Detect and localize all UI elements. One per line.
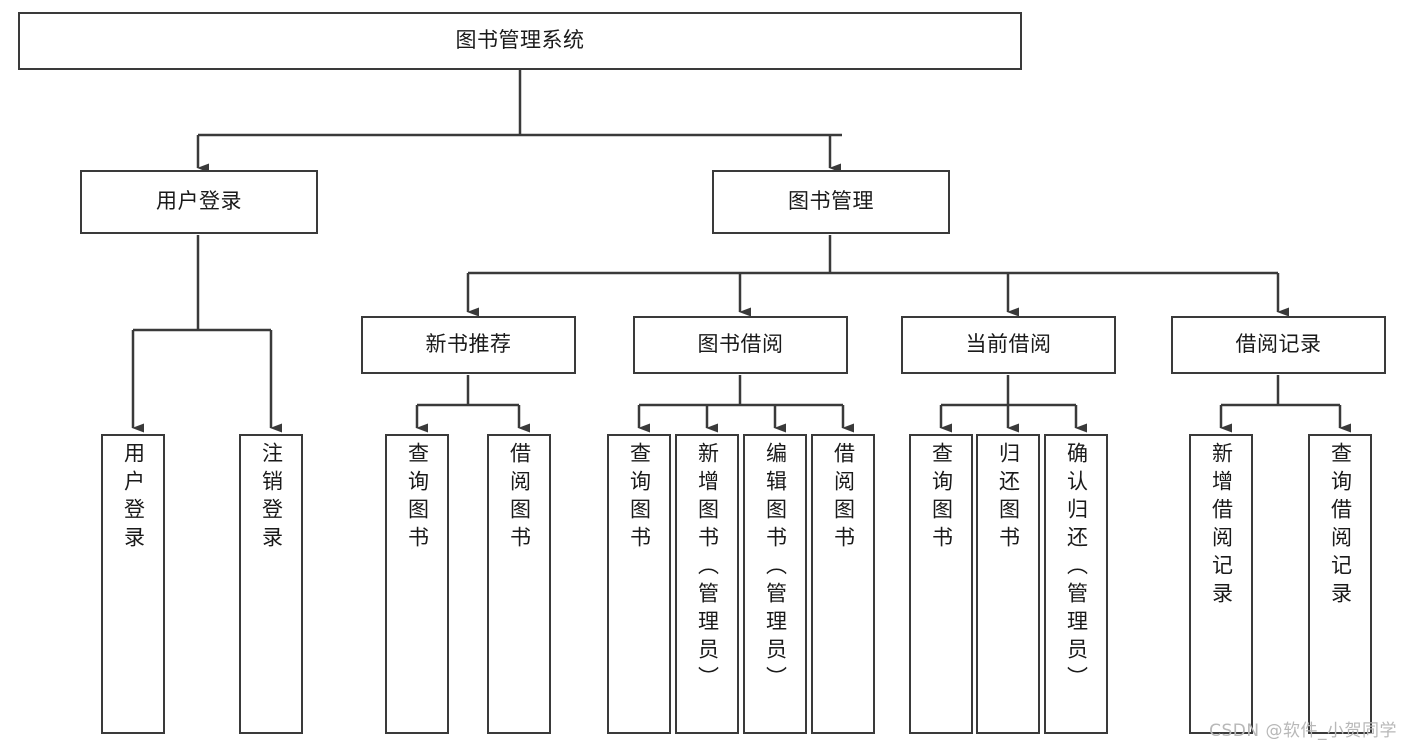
node-leaf-borrow-book-1-label: 借阅图书: [507, 442, 532, 554]
node-leaf-query-record-label: 查询借阅记录: [1328, 442, 1353, 610]
node-user-login-label: 用户登录: [156, 189, 242, 214]
node-leaf-edit-book-label: 编辑图书（管理员）: [763, 442, 788, 694]
node-leaf-add-book[interactable]: 新增图书（管理员）: [675, 434, 739, 734]
node-leaf-logout-label: 注销登录: [259, 442, 284, 554]
node-leaf-query-record[interactable]: 查询借阅记录: [1308, 434, 1372, 734]
node-book-borrow[interactable]: 图书借阅: [633, 316, 848, 374]
node-leaf-user-login-label: 用户登录: [121, 442, 146, 554]
node-leaf-borrow-book-2[interactable]: 借阅图书: [811, 434, 875, 734]
node-root[interactable]: 图书管理系统: [18, 12, 1022, 70]
node-root-label: 图书管理系统: [455, 28, 585, 53]
node-book-manage[interactable]: 图书管理: [712, 170, 950, 234]
node-book-manage-label: 图书管理: [788, 189, 874, 214]
node-book-borrow-label: 图书借阅: [697, 332, 784, 357]
node-current-borrow-label: 当前借阅: [965, 332, 1052, 357]
node-leaf-add-record[interactable]: 新增借阅记录: [1189, 434, 1253, 734]
node-leaf-query-book-3[interactable]: 查询图书: [909, 434, 973, 734]
node-leaf-borrow-book-1[interactable]: 借阅图书: [487, 434, 551, 734]
node-leaf-query-book-2-label: 查询图书: [627, 442, 652, 554]
node-leaf-add-book-label: 新增图书（管理员）: [695, 442, 720, 694]
node-new-book-recommend[interactable]: 新书推荐: [361, 316, 576, 374]
node-borrow-record[interactable]: 借阅记录: [1171, 316, 1386, 374]
node-leaf-query-book-1[interactable]: 查询图书: [385, 434, 449, 734]
node-leaf-return-book[interactable]: 归还图书: [976, 434, 1040, 734]
node-leaf-borrow-book-2-label: 借阅图书: [831, 442, 856, 554]
node-leaf-return-book-label: 归还图书: [996, 442, 1021, 554]
node-leaf-add-record-label: 新增借阅记录: [1209, 442, 1234, 610]
node-borrow-record-label: 借阅记录: [1235, 332, 1322, 357]
node-leaf-query-book-1-label: 查询图书: [405, 442, 430, 554]
node-new-book-recommend-label: 新书推荐: [425, 332, 512, 357]
node-current-borrow[interactable]: 当前借阅: [901, 316, 1116, 374]
node-leaf-user-login[interactable]: 用户登录: [101, 434, 165, 734]
node-leaf-confirm-return-label: 确认归还（管理员）: [1064, 442, 1089, 694]
node-leaf-logout[interactable]: 注销登录: [239, 434, 303, 734]
node-leaf-confirm-return[interactable]: 确认归还（管理员）: [1044, 434, 1108, 734]
node-leaf-edit-book[interactable]: 编辑图书（管理员）: [743, 434, 807, 734]
csdn-watermark: CSDN @软件_小贺同学: [1209, 721, 1397, 741]
node-user-login[interactable]: 用户登录: [80, 170, 318, 234]
node-leaf-query-book-2[interactable]: 查询图书: [607, 434, 671, 734]
node-leaf-query-book-3-label: 查询图书: [929, 442, 954, 554]
